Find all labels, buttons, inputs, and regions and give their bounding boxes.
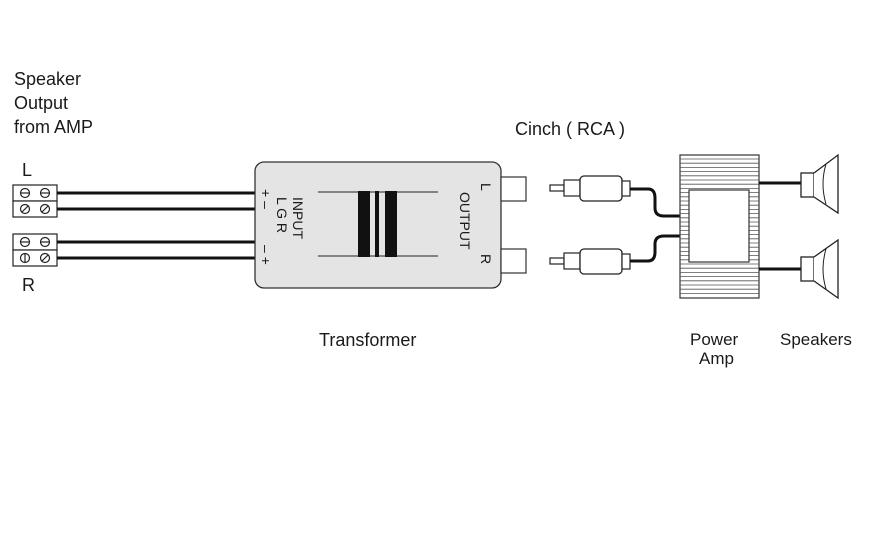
cinch-label: Cinch ( RCA ) [515,119,625,139]
rca-cable-bottom [630,234,681,263]
input-polarity-left: + – [258,189,274,209]
speaker-bottom-icon [800,238,839,300]
rca-cable-top [630,187,681,218]
speaker-output-label-line1: Speaker [14,69,81,89]
output-r-label: R [478,254,494,264]
transformer-label: Transformer [319,330,416,350]
input-label: INPUT [290,197,306,239]
input-wires [57,191,256,260]
transformer-box [254,161,502,289]
power-amp-label-line1: Power [690,330,739,349]
input-polarity-right: – + [258,245,274,265]
terminal-block-left [12,184,58,218]
left-channel-label: L [22,160,32,180]
output-label: OUTPUT [457,192,473,250]
speaker-top-icon [800,153,839,215]
power-amp-label-line2: Amp [699,349,734,368]
rca-plug-bottom [549,248,631,275]
speaker-output-label-line2: Output [14,93,68,113]
input-pin-labels: L G R [274,197,290,233]
rca-plug-top [549,175,631,202]
terminal-block-right [12,233,58,267]
right-channel-label: R [22,275,35,295]
speaker-output-label-line3: from AMP [14,117,93,137]
power-amp [679,154,760,299]
output-l-label: L [478,183,494,191]
output-jack-left [500,176,527,202]
output-jack-right [500,248,527,274]
speakers-label: Speakers [780,330,852,349]
